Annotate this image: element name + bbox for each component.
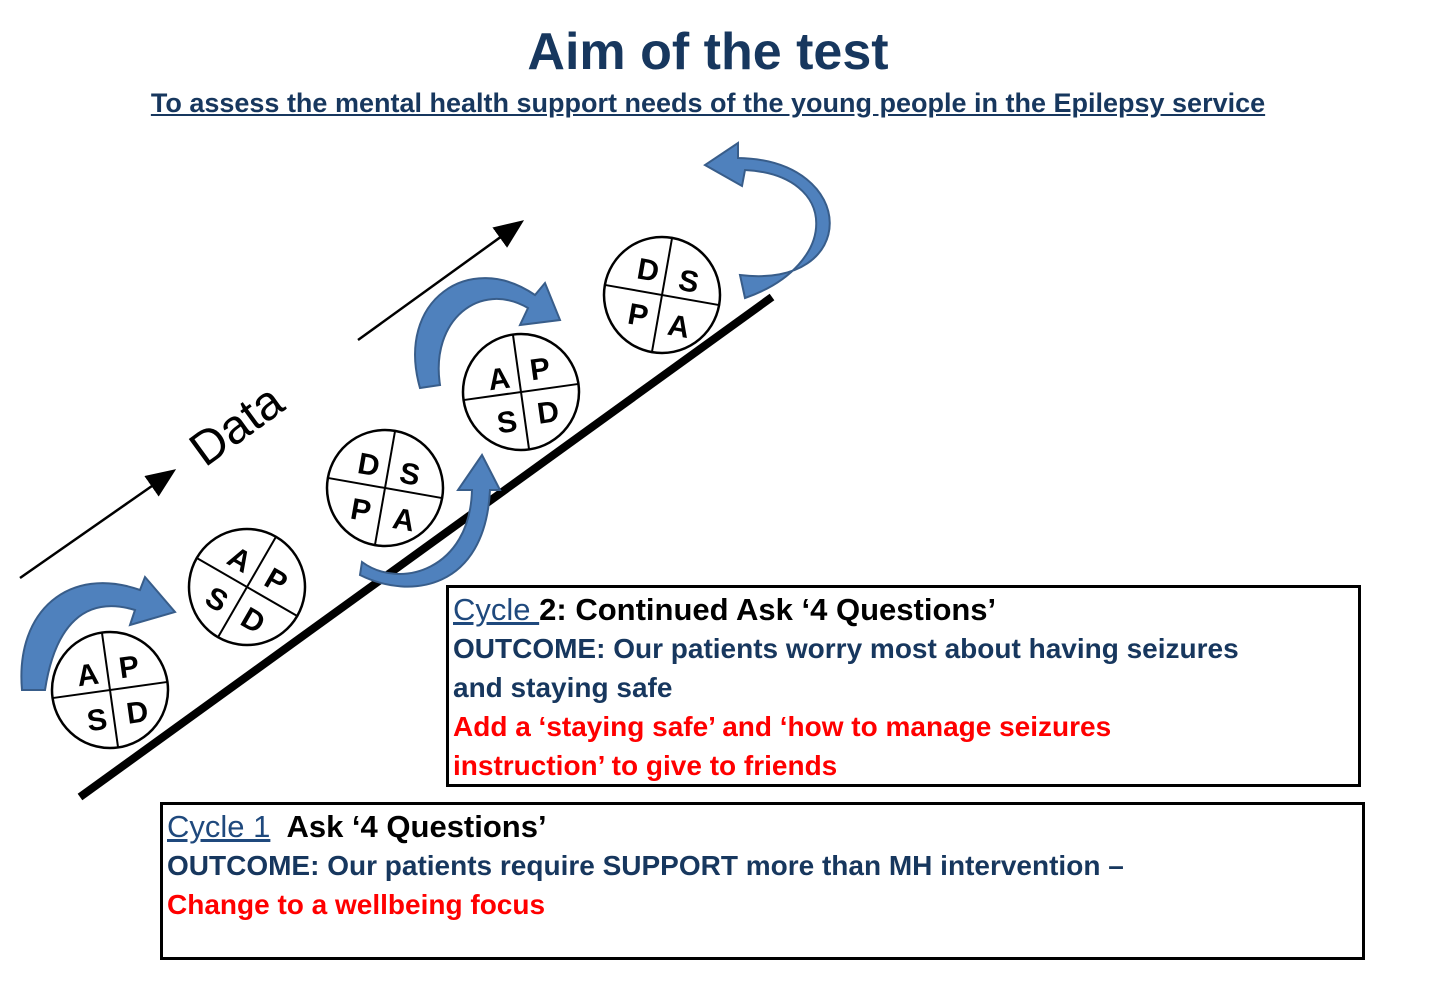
- data-label: Data: [180, 374, 293, 477]
- cycle2-box: Cycle 2: Continued Ask ‘4 Questions’ OUT…: [446, 585, 1361, 787]
- cycle2-outcome-line1: OUTCOME: Our patients worry most about h…: [453, 633, 1239, 664]
- quadrant-letter: P: [117, 650, 141, 685]
- cycle2-action-line2: instruction’ to give to friends: [453, 750, 838, 781]
- quadrant-letter: S: [85, 703, 109, 738]
- cycle2-outcome-line2: and staying safe: [453, 672, 673, 703]
- ramp-line: [77, 293, 775, 801]
- quadrant-letter: S: [495, 405, 519, 440]
- cycle2-label: Cycle: [453, 592, 540, 627]
- quadrant-letter: P: [528, 352, 552, 387]
- quadrant-letter: D: [124, 695, 150, 731]
- quadrant-letter: A: [75, 658, 101, 694]
- page-subtitle: To assess the mental health support need…: [150, 88, 1266, 118]
- pdsa-circle-5: D S P A: [602, 235, 722, 355]
- page-title: Aim of the test: [527, 23, 889, 81]
- cycle1-action: Change to a wellbeing focus: [167, 889, 546, 920]
- cycle1-box: Cycle 1 Ask ‘4 Questions’ OUTCOME: Our p…: [160, 802, 1365, 960]
- cycle2-heading: Cycle 2: Continued Ask ‘4 Questions’: [453, 590, 1354, 629]
- pdsa-circle-1: A P S D: [50, 630, 170, 750]
- data-arrow-lower: [19, 469, 177, 580]
- quadrant-letter: A: [486, 362, 512, 398]
- data-arrow-upper: [357, 220, 525, 342]
- pdsa-circle-2: A P S D: [187, 527, 307, 647]
- cycle1-heading: Cycle 1 Ask ‘4 Questions’: [167, 807, 1358, 846]
- cycle2-action-line1: Add a ‘staying safe’ and ‘how to manage …: [453, 711, 1112, 742]
- curved-arrow-2: [358, 453, 502, 588]
- cycle1-label: Cycle 1: [167, 809, 271, 844]
- curved-arrow-1: [20, 575, 177, 691]
- pdsa-circle-3: D S P A: [325, 428, 445, 548]
- cycle1-heading-text: Ask ‘4 Questions’: [270, 809, 547, 844]
- curved-arrow-4: [703, 141, 831, 300]
- quadrant-letter: D: [535, 395, 561, 431]
- cycle1-outcome: OUTCOME: Our patients require SUPPORT mo…: [167, 850, 1124, 881]
- pdsa-circle-4: A P S D: [461, 332, 581, 452]
- curved-arrow-3: [414, 277, 562, 390]
- cycle2-heading-text: 2: Continued Ask ‘4 Questions’: [539, 592, 997, 627]
